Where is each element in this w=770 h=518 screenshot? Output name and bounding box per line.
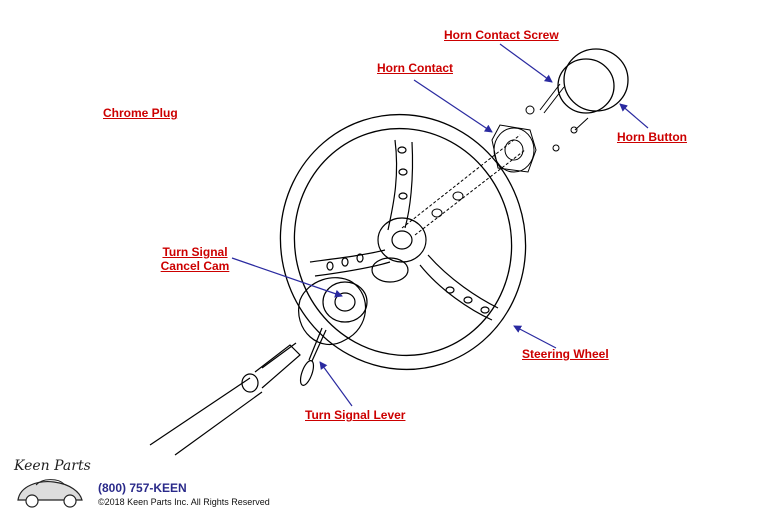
label-chrome-plug[interactable]: Chrome Plug	[103, 106, 178, 120]
leader-arrows	[231, 43, 649, 407]
label-horn-contact-screw[interactable]: Horn Contact Screw	[444, 28, 559, 42]
label-horn-button[interactable]: Horn Button	[617, 130, 687, 144]
label-turn-signal-cancel-cam-line1: Turn Signal	[162, 245, 228, 259]
steering-wheel-rim	[279, 113, 527, 371]
arrow-horn-contact-screw	[499, 43, 553, 83]
arrow-turn-signal-lever	[319, 361, 353, 407]
steering-wheel-hub	[371, 217, 427, 283]
label-steering-wheel[interactable]: Steering Wheel	[522, 347, 609, 361]
arrow-horn-button	[619, 103, 649, 129]
turn-signal-lever	[299, 327, 327, 386]
label-turn-signal-cancel-cam[interactable]: Turn Signal Cancel Cam	[160, 245, 230, 273]
exploded-hardware	[401, 83, 589, 236]
horn-button	[557, 48, 629, 114]
steering-column	[149, 342, 301, 456]
turn-signal-housing	[298, 277, 368, 346]
phone-number: (800) 757-KEEN	[98, 481, 187, 495]
steering-wheel-spokes	[309, 139, 499, 321]
arrow-steering-wheel	[513, 325, 557, 349]
arrow-turn-signal-cancel-cam	[231, 257, 343, 298]
label-turn-signal-cancel-cam-line2: Cancel Cam	[160, 259, 230, 273]
keen-parts-logo: Keen Parts	[13, 458, 91, 508]
label-turn-signal-lever[interactable]: Turn Signal Lever	[305, 408, 406, 422]
label-horn-contact[interactable]: Horn Contact	[377, 61, 453, 75]
copyright-text: ©2018 Keen Parts Inc. All Rights Reserve…	[98, 497, 270, 507]
logo-brand-text: Keen Parts	[13, 458, 91, 474]
arrow-horn-contact	[413, 79, 493, 133]
